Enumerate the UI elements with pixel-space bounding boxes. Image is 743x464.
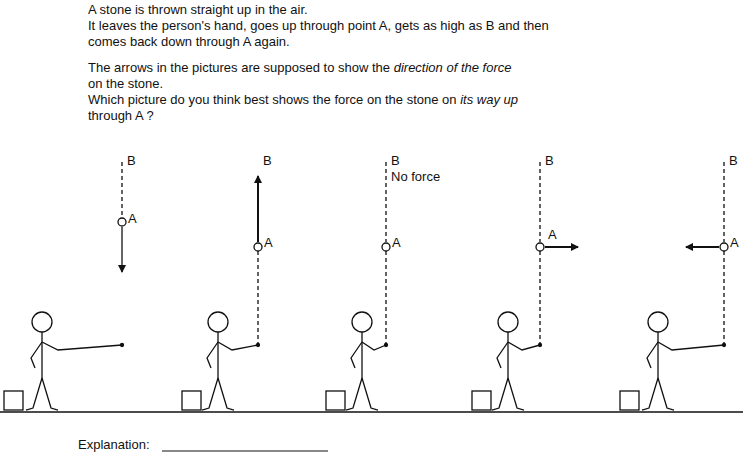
question-line: A stone is thrown straight up in the air…	[88, 2, 308, 18]
stone	[254, 243, 262, 251]
question-line: It leaves the person's hand, goes up thr…	[88, 18, 558, 50]
label-text: The arrows in the pictures are supposed …	[88, 60, 390, 75]
stone	[118, 218, 126, 226]
stick-figure	[492, 312, 542, 410]
path-line	[723, 162, 724, 242]
label-text: A	[548, 228, 557, 242]
label-text: No force	[391, 170, 440, 184]
label-text: It leaves the person's hand, goes up thr…	[88, 18, 549, 49]
box	[326, 391, 345, 410]
force-arrow	[121, 227, 122, 272]
label-text: A	[730, 236, 739, 250]
label-text: direction of the force	[394, 60, 512, 75]
path-line	[121, 162, 122, 218]
label-text: B	[545, 154, 554, 168]
label-text: B	[127, 154, 136, 168]
path-line	[385, 162, 386, 242]
label-text: B	[729, 154, 738, 168]
ground-line	[0, 411, 743, 412]
label-text: A	[392, 236, 401, 250]
label-text: A stone is thrown straight up in the air…	[88, 2, 308, 17]
box	[182, 391, 201, 410]
force-arrow	[686, 246, 719, 248]
force-arrow	[545, 246, 578, 248]
label-text: Which picture do you think best shows th…	[88, 92, 457, 107]
question-line: The arrows in the pictures are supposed …	[88, 60, 511, 76]
label-text: A	[128, 212, 137, 226]
question-line: Which picture do you think best shows th…	[88, 92, 518, 108]
stone	[382, 243, 390, 251]
path-line	[539, 162, 540, 242]
question-line: through A ?	[88, 108, 154, 124]
stone	[536, 243, 544, 251]
question-line: on the stone.	[88, 76, 163, 92]
stone	[720, 243, 728, 251]
label-text: A	[264, 236, 273, 250]
label-text: on the stone.	[88, 76, 163, 91]
label-text: through A ?	[88, 108, 154, 123]
path-line	[257, 251, 258, 343]
force-arrow	[257, 176, 259, 242]
box	[472, 391, 491, 410]
box	[4, 391, 23, 410]
path-line	[539, 251, 540, 343]
stick-figure	[26, 312, 124, 410]
box	[620, 391, 639, 410]
label-text: Explanation:	[78, 438, 150, 452]
answer-line	[162, 451, 328, 452]
path-line	[385, 251, 386, 343]
path-line	[723, 251, 724, 343]
label-text: B	[391, 154, 400, 168]
label-text: B	[263, 154, 272, 168]
stick-figure	[642, 312, 726, 410]
label-text: its way up	[460, 92, 518, 107]
stick-figure	[202, 312, 260, 410]
stick-figure	[346, 312, 388, 410]
